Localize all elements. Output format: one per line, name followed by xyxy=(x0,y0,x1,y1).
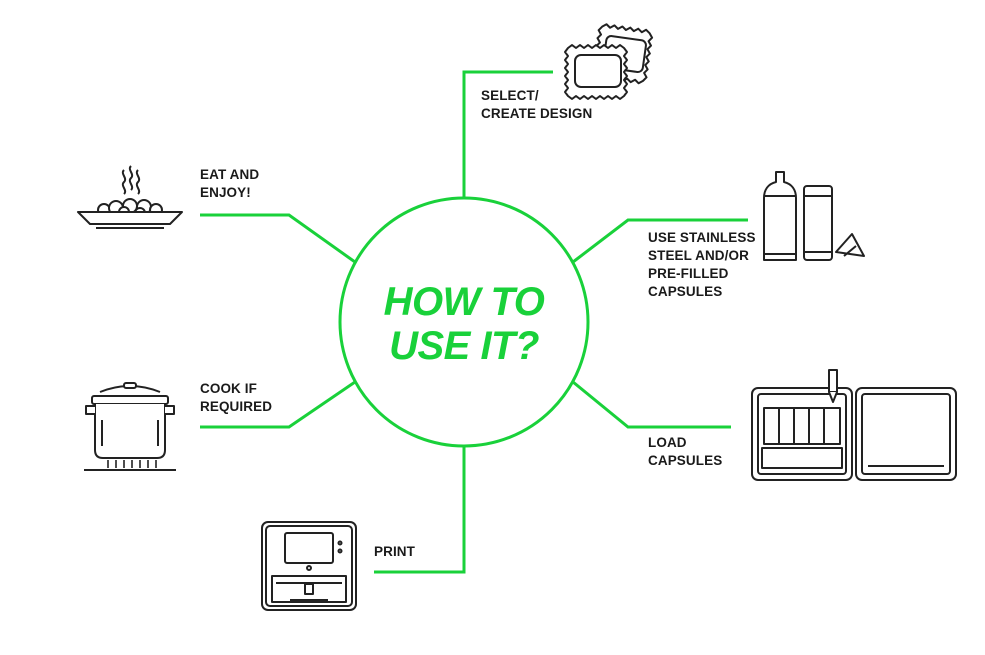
step-text-line: ENJOY! xyxy=(200,185,251,200)
step-text-line: COOK IF xyxy=(200,381,257,396)
step-text-line: PRE-FILLED xyxy=(648,266,729,281)
connector-select-design xyxy=(462,70,553,198)
step-text-line: STEEL AND/OR xyxy=(648,248,749,263)
title-line-1: HOW TO xyxy=(383,280,545,324)
food-printer-icon xyxy=(261,521,357,611)
served-plate-icon xyxy=(77,165,183,229)
connector-cook xyxy=(200,380,356,429)
step-text-line: CAPSULES xyxy=(648,453,723,468)
connector-lines xyxy=(200,70,748,574)
step-label-cook: COOK IF REQUIRED xyxy=(200,380,272,416)
step-label-print: PRINT xyxy=(374,543,415,561)
printer-open-icon xyxy=(751,369,957,481)
step-text-line: LOAD xyxy=(648,435,687,450)
connector-capsules xyxy=(572,218,748,264)
step-label-eat: EAT AND ENJOY! xyxy=(200,166,259,202)
step-label-load-capsules: LOAD CAPSULES xyxy=(648,434,722,470)
step-text-line: CAPSULES xyxy=(648,284,723,299)
title-line-2: USE IT? xyxy=(389,324,539,368)
step-text-line: EAT AND xyxy=(200,167,260,182)
step-text-line: USE STAINLESS xyxy=(648,230,756,245)
page-title: HOW TO USE IT? xyxy=(346,280,582,368)
step-text-line: CREATE DESIGN xyxy=(481,106,593,121)
connector-load-capsules xyxy=(572,380,731,429)
capsules-icon xyxy=(763,171,865,261)
step-label-select-design: SELECT/ CREATE DESIGN xyxy=(481,87,592,123)
step-label-capsules: USE STAINLESS STEEL AND/OR PRE-FILLED CA… xyxy=(648,229,756,301)
step-text-line: PRINT xyxy=(374,544,415,559)
step-text-line: REQUIRED xyxy=(200,399,273,414)
cooking-pot-icon xyxy=(84,382,176,471)
connector-eat xyxy=(200,213,356,264)
step-text-line: SELECT/ xyxy=(481,88,539,103)
connector-print xyxy=(374,446,466,574)
stamp-cards-icon xyxy=(564,23,654,100)
